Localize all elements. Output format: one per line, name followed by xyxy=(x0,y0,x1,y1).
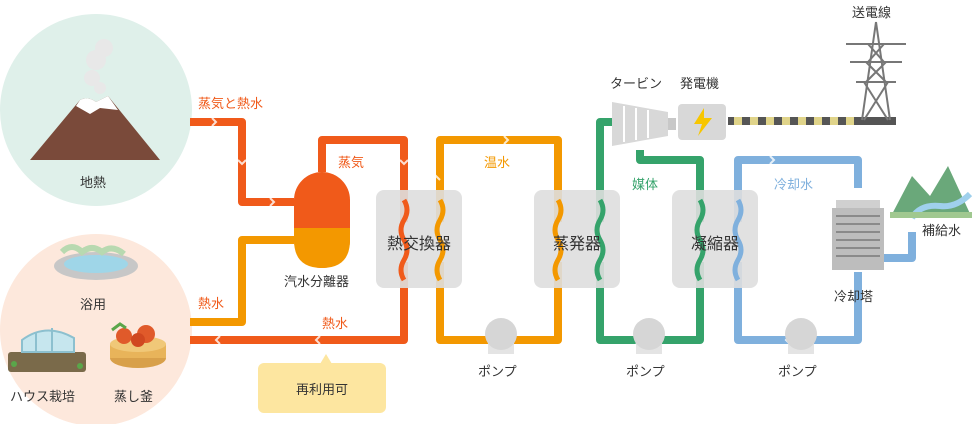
pump-icon xyxy=(633,318,665,354)
generator-icon xyxy=(668,104,726,140)
flow-cooling-water-label: 冷却水 xyxy=(774,178,814,193)
condenser-label: 凝縮器 xyxy=(690,234,739,253)
flow-steam-and-hot-water-label: 蒸気と熱水 xyxy=(198,97,264,112)
cooling-tower-label: 冷却塔 xyxy=(834,290,874,305)
transmission-cable xyxy=(728,117,896,125)
turbine-label: タービン xyxy=(610,77,663,92)
pump-icon xyxy=(785,318,817,354)
evaporator-label: 蒸発器 xyxy=(552,234,601,253)
usage-circle xyxy=(0,234,192,424)
flow-hot-water-out-label: 熱水 xyxy=(322,317,349,332)
pump-label: ポンプ xyxy=(478,365,517,380)
steamer-icon xyxy=(110,322,166,368)
generator-label: 発電機 xyxy=(680,77,720,92)
flow-warm-water-label: 温水 xyxy=(484,156,511,171)
greenhouse-icon xyxy=(8,328,86,372)
separator-label: 汽水分離器 xyxy=(284,275,350,290)
heat-exchanger-label: 熱交換器 xyxy=(386,234,451,253)
transmission-label: 送電線 xyxy=(852,6,892,21)
pipe-steam xyxy=(318,136,408,222)
flow-hot-water-in-label: 熱水 xyxy=(198,297,225,312)
reusable-note: 再利用可 xyxy=(258,363,386,413)
separator-tank xyxy=(294,172,350,268)
pipe-hot-water-out xyxy=(190,236,294,326)
greenhouse-label: ハウス栽培 xyxy=(10,390,76,405)
cooling-tower-icon xyxy=(832,200,884,270)
pipe-geothermal-in xyxy=(190,118,294,206)
note-pointer xyxy=(320,354,332,364)
pump-label: ポンプ xyxy=(778,365,817,380)
flow-medium-label: 媒体 xyxy=(632,178,659,193)
pipe-makeup xyxy=(884,232,916,262)
transmission-tower-icon xyxy=(846,21,906,121)
pump-label: ポンプ xyxy=(626,365,665,380)
pump-icon xyxy=(485,318,517,354)
pipe-warm-water-top xyxy=(436,136,562,222)
mountain-river-icon xyxy=(890,166,973,220)
geothermal-label: 地熱 xyxy=(80,176,107,191)
turbine-icon xyxy=(612,102,668,146)
bath-icon xyxy=(54,244,138,280)
volcano-icon xyxy=(30,39,160,160)
bath-label: 浴用 xyxy=(80,298,107,313)
makeup-water-label: 補給水 xyxy=(922,224,962,239)
flow-steam-label: 蒸気 xyxy=(338,156,365,171)
steamer-label: 蒸し釜 xyxy=(114,390,154,405)
